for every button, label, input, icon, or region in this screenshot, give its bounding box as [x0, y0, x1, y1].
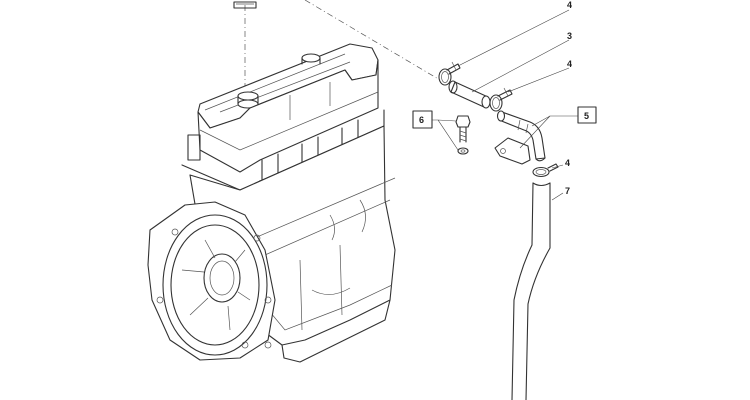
breather-hose-long [511, 182, 551, 400]
leader-line-4-middle [507, 67, 570, 93]
callout-4-upper: 4 [567, 0, 572, 10]
callout-4-lower: 4 [565, 158, 570, 168]
leader-line-4-upper [457, 9, 570, 67]
hose-clamp-middle [489, 87, 513, 112]
callout-3: 3 [567, 31, 572, 41]
breather-hose-short [448, 80, 491, 109]
callout-box-5 [577, 106, 597, 124]
leader-line-5 [519, 115, 578, 149]
leader-line-7 [551, 192, 564, 201]
callout-5: 5 [584, 111, 589, 121]
assembly-guide-breather [304, 0, 441, 81]
callout-7: 7 [565, 186, 570, 196]
breather-elbow-pipe [494, 110, 546, 165]
leader-line-4-lower [551, 164, 564, 169]
hose-clamp-lower [532, 163, 559, 178]
bolt-and-washer [455, 115, 471, 155]
leader-line-6 [432, 119, 459, 151]
callout-4-middle: 4 [567, 59, 572, 69]
callout-box-6 [412, 110, 433, 129]
engine-block [147, 1, 396, 363]
callout-6: 6 [419, 115, 424, 125]
leader-line-3 [471, 39, 570, 93]
hose-clamp-upper [438, 61, 461, 86]
